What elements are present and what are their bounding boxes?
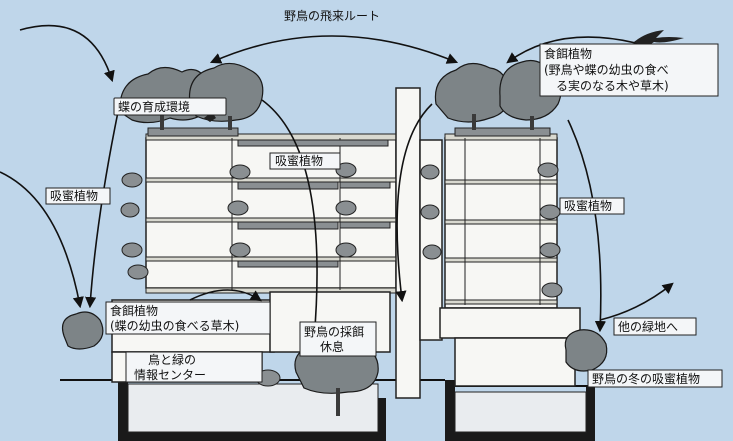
- label-food-plants-bottom: 食餌植物 (蝶の幼虫の食べる草木): [105, 301, 271, 335]
- label-flight-route: 野鳥の飛来ルート: [284, 8, 380, 23]
- label-other-green-areas: 他の緑地へ: [613, 317, 697, 336]
- label-birds-feeding: 野鳥の採餌 休息: [299, 321, 377, 357]
- svg-text:食餌植物: 食餌植物: [544, 46, 592, 61]
- svg-text:野鳥の飛来ルート: 野鳥の飛来ルート: [284, 8, 380, 23]
- svg-text:吸蜜植物: 吸蜜植物: [275, 153, 323, 168]
- svg-text:吸蜜植物: 吸蜜植物: [50, 188, 98, 203]
- svg-text:蝶の育成環境: 蝶の育成環境: [118, 99, 190, 114]
- svg-text:鳥と緑の: 鳥と緑の: [148, 352, 196, 367]
- roof-planting-strips: [147, 127, 551, 268]
- label-info-center: 鳥と緑の 情報センター: [125, 351, 263, 383]
- svg-text:情報センター: 情報センター: [134, 368, 206, 382]
- svg-text:吸蜜植物: 吸蜜植物: [564, 198, 612, 213]
- svg-text:(蝶の幼虫の食べる草木): (蝶の幼虫の食べる草木): [110, 318, 239, 333]
- svg-text:野鳥の冬の吸蜜植物: 野鳥の冬の吸蜜植物: [592, 371, 700, 386]
- label-nectar-plants-right: 吸蜜植物: [559, 197, 625, 215]
- label-butterfly-habitat: 蝶の育成環境: [113, 97, 227, 116]
- label-nectar-plants-center: 吸蜜植物: [269, 152, 341, 170]
- svg-text:他の緑地へ: 他の緑地へ: [618, 319, 678, 334]
- right-building: [439, 133, 581, 387]
- svg-text:(野鳥や蝶の幼虫の食べ: (野鳥や蝶の幼虫の食べ: [544, 62, 669, 77]
- roof-trees-left: [119, 62, 264, 130]
- label-food-plants-top: 食餌植物 (野鳥や蝶の幼虫の食べ る実のなる木や草木): [539, 43, 719, 97]
- label-nectar-plants-left: 吸蜜植物: [45, 187, 111, 205]
- central-tower: [395, 87, 443, 399]
- flying-bird-icon: [634, 30, 684, 45]
- svg-text:食餌植物: 食餌植物: [110, 303, 158, 318]
- flight-route-arrows: [0, 24, 674, 343]
- svg-text:る実のなる木や草木): る実のなる木や草木): [556, 78, 669, 93]
- label-winter-nectar-plants: 野鳥の冬の吸蜜植物: [587, 369, 723, 388]
- svg-text:野鳥の採餌: 野鳥の採餌: [304, 324, 364, 339]
- svg-text:休息: 休息: [320, 339, 344, 354]
